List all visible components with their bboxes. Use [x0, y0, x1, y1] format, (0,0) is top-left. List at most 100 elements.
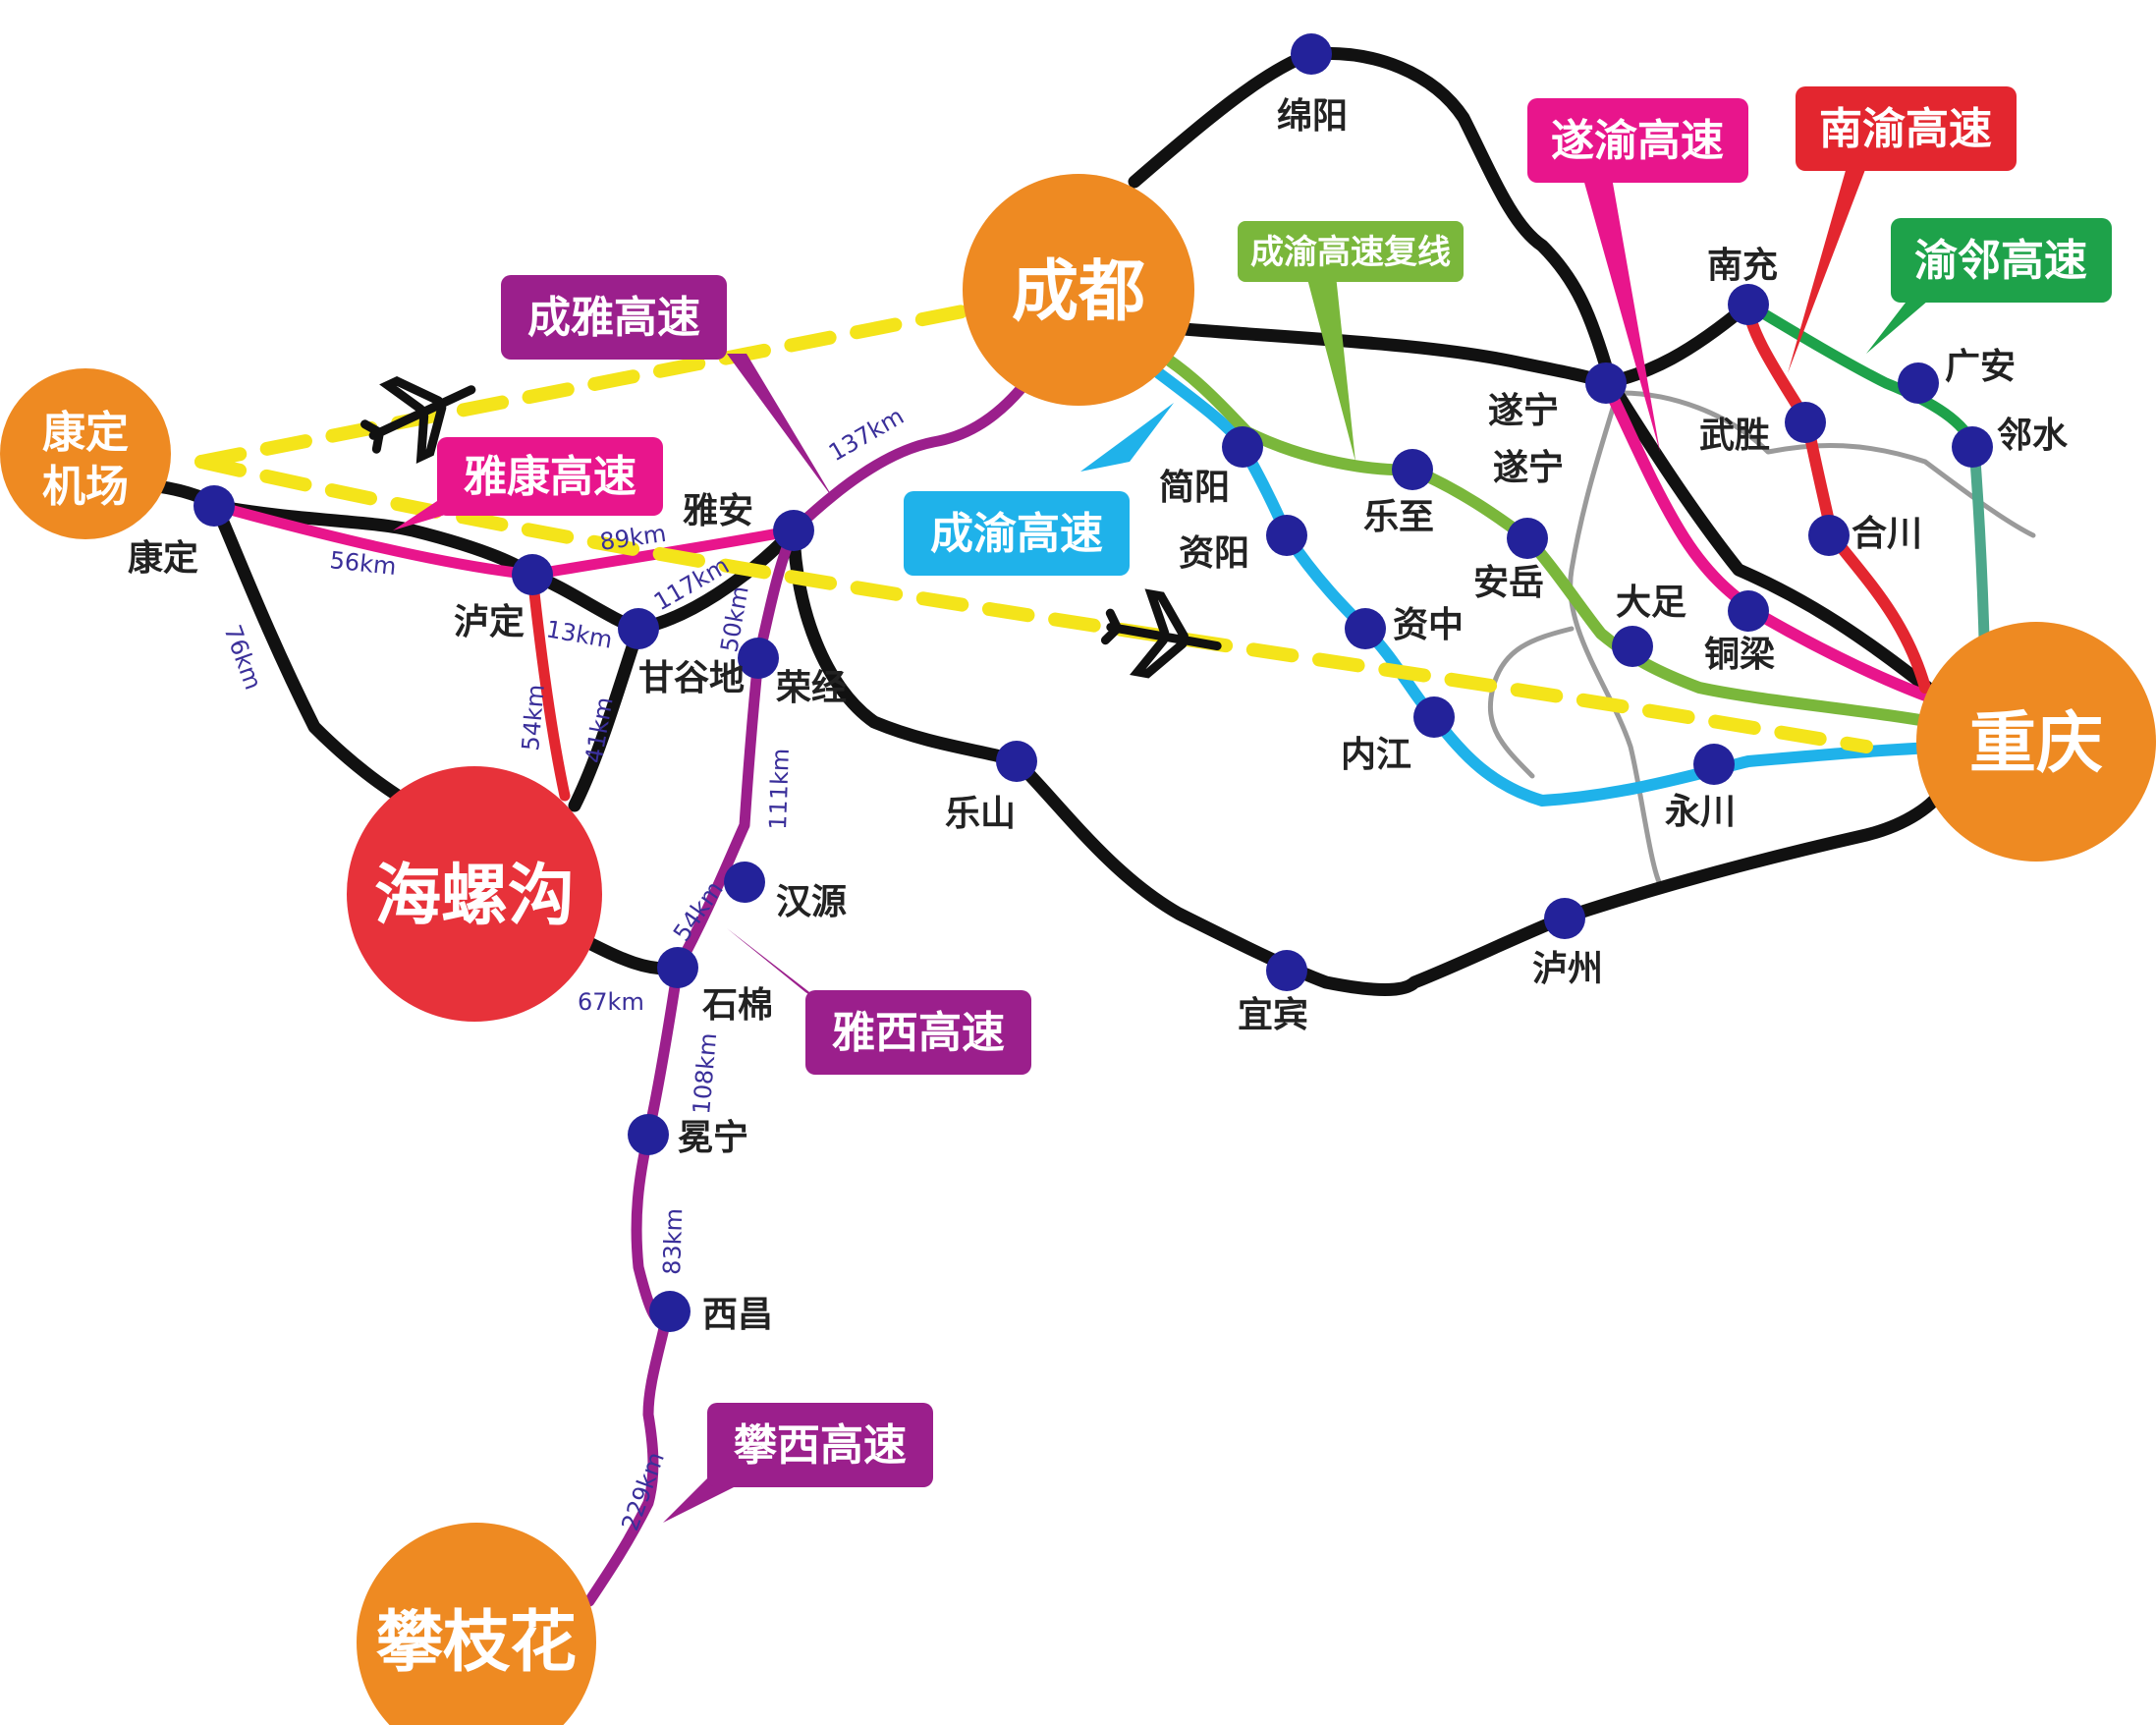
road-ganguodi-hailuogou: [568, 622, 645, 812]
label-linshui: 邻水: [1997, 416, 2069, 456]
node-neijiang: [1413, 696, 1455, 738]
hub-chengdu-label: 成都: [1012, 253, 1145, 331]
node-yibin: [1266, 950, 1307, 991]
callout-chengyu-fuxian: 成渝高速复线: [1238, 221, 1464, 462]
label-guangan: 广安: [1945, 347, 2016, 387]
node-tongliang: [1728, 590, 1769, 632]
road-chengya-purple: [788, 382, 1027, 536]
gray-road-suining-south: [1568, 380, 1663, 887]
label-dazu: 大足: [1616, 583, 1686, 623]
node-yaan: [773, 510, 814, 551]
road-chengdu-suining-chongqing: [1177, 322, 1613, 390]
dist-kangding-luding: 56km: [328, 546, 397, 581]
callout-yaxi-label: 雅西高速: [832, 1008, 1005, 1058]
node-guangan: [1898, 362, 1939, 404]
dist-mianning-xichang: 83km: [658, 1207, 688, 1275]
node-zizhong: [1345, 608, 1386, 649]
road-panxi-purple: [583, 1306, 674, 1607]
hub-chongqing: 重庆: [1916, 622, 2156, 862]
label-kangding: 康定: [128, 537, 198, 579]
callout-chengya: 成雅高速: [501, 275, 835, 501]
city-nodes: [193, 33, 1993, 1332]
label-suining-1: 遂宁: [1488, 391, 1559, 431]
hub-panzhihua-label: 攀枝花: [376, 1604, 577, 1682]
node-dazu: [1612, 626, 1653, 667]
road-yulin-teal: [1968, 441, 1990, 644]
callout-suiyu-label: 遂渝高速: [1551, 116, 1724, 166]
label-lezhi: 乐至: [1363, 497, 1434, 537]
callout-chengyu: 成渝高速: [904, 403, 1174, 576]
hub-hailuogou-label: 海螺沟: [374, 858, 575, 935]
node-luding: [512, 554, 553, 595]
node-hanyuan: [724, 862, 765, 903]
callout-yaxi: 雅西高速: [727, 928, 1031, 1075]
node-shimian: [657, 947, 698, 988]
callout-suiyu: 遂渝高速: [1527, 98, 1748, 452]
flight-route-kangding-chengdu: [194, 303, 979, 469]
node-mianyang: [1291, 33, 1332, 75]
label-anyue: 安岳: [1473, 563, 1544, 603]
label-luding: 泸定: [454, 602, 525, 642]
label-luzhou: 泸州: [1532, 949, 1603, 989]
dist-rongjing-hanyuan: 111km: [764, 748, 795, 830]
node-suining: [1585, 362, 1627, 404]
node-lezhi: [1392, 449, 1433, 490]
node-leshan: [996, 741, 1037, 782]
node-xichang: [649, 1291, 691, 1332]
node-nanchong: [1728, 284, 1769, 325]
label-zizhong: 资中: [1393, 605, 1464, 645]
label-yibin: 宜宾: [1238, 995, 1308, 1035]
airplane-icon: [1100, 588, 1222, 679]
label-neijiang: 内江: [1341, 735, 1411, 775]
node-linshui: [1952, 426, 1993, 468]
label-leshan: 乐山: [945, 794, 1016, 834]
dist-kangding-hailuogou: 76km: [218, 621, 267, 693]
label-mianning: 冕宁: [678, 1118, 748, 1158]
node-kangding: [193, 485, 235, 527]
hub-kangding-airport-label-line2: 机场: [42, 462, 129, 512]
road-yulin-darkgreen: [1742, 299, 1980, 453]
hub-panzhihua: 攀枝花: [357, 1523, 596, 1725]
callout-panxi: 攀西高速: [663, 1403, 933, 1523]
callout-yulin-label: 渝邻高速: [1914, 236, 2087, 286]
callout-chengyu-label: 成渝高速: [930, 509, 1103, 559]
callout-chengyu-fuxian-label: 成渝高速复线: [1250, 233, 1451, 272]
label-wusheng: 武胜: [1699, 416, 1770, 456]
label-hanyuan: 汉源: [776, 882, 847, 922]
label-nanchong: 南充: [1707, 246, 1778, 286]
road-nanyu-red: [1742, 299, 1931, 694]
node-anyue: [1507, 518, 1548, 559]
node-ganguodi: [618, 608, 659, 649]
callout-yakang-label: 雅康高速: [464, 452, 636, 502]
dist-luding-hailuogou: 54km: [517, 684, 550, 752]
road-kangding-hailuogou: [150, 479, 405, 803]
callout-yulin: 渝邻高速: [1866, 218, 2112, 354]
airplane-icon: [360, 376, 476, 465]
gray-road-dazu-west: [1487, 626, 1575, 779]
dist-hailuogou-shimian: 67km: [578, 988, 644, 1016]
label-xichang: 西昌: [702, 1295, 773, 1335]
node-hechuan: [1808, 515, 1850, 556]
city-labels: 康定 泸定 雅安 甘谷地 荣经 汉源 石棉 冕宁 西昌 乐山 宜宾 泸州 绵阳 …: [128, 96, 2069, 1335]
road-kangding-luding: [209, 499, 539, 582]
hub-chengdu: 成都: [963, 174, 1194, 406]
callout-nanyu-label: 南渝高速: [1819, 104, 1992, 154]
road-suiyu-magenta: [1600, 377, 1965, 713]
label-shimian: 石棉: [702, 985, 773, 1026]
hub-kangding-airport-label-line1: 康定: [42, 408, 129, 458]
label-jianyang: 简阳: [1159, 468, 1230, 508]
label-yongchuan: 永川: [1665, 792, 1736, 832]
node-jianyang: [1222, 426, 1263, 468]
dist-xichang-panzhihua: 229km: [616, 1448, 670, 1534]
callout-yakang: 雅康高速: [393, 437, 663, 530]
label-rongjing: 荣经: [776, 668, 847, 708]
label-ganguodi: 甘谷地: [638, 658, 745, 698]
label-ziyang: 资阳: [1179, 533, 1249, 574]
node-rongjing: [738, 638, 779, 679]
callout-nanyu: 南渝高速: [1788, 86, 2017, 373]
node-luzhou: [1544, 898, 1585, 939]
node-ziyang: [1266, 515, 1307, 556]
label-hechuan: 合川: [1852, 514, 1922, 554]
road-luding-hailuogou-red: [526, 569, 571, 802]
